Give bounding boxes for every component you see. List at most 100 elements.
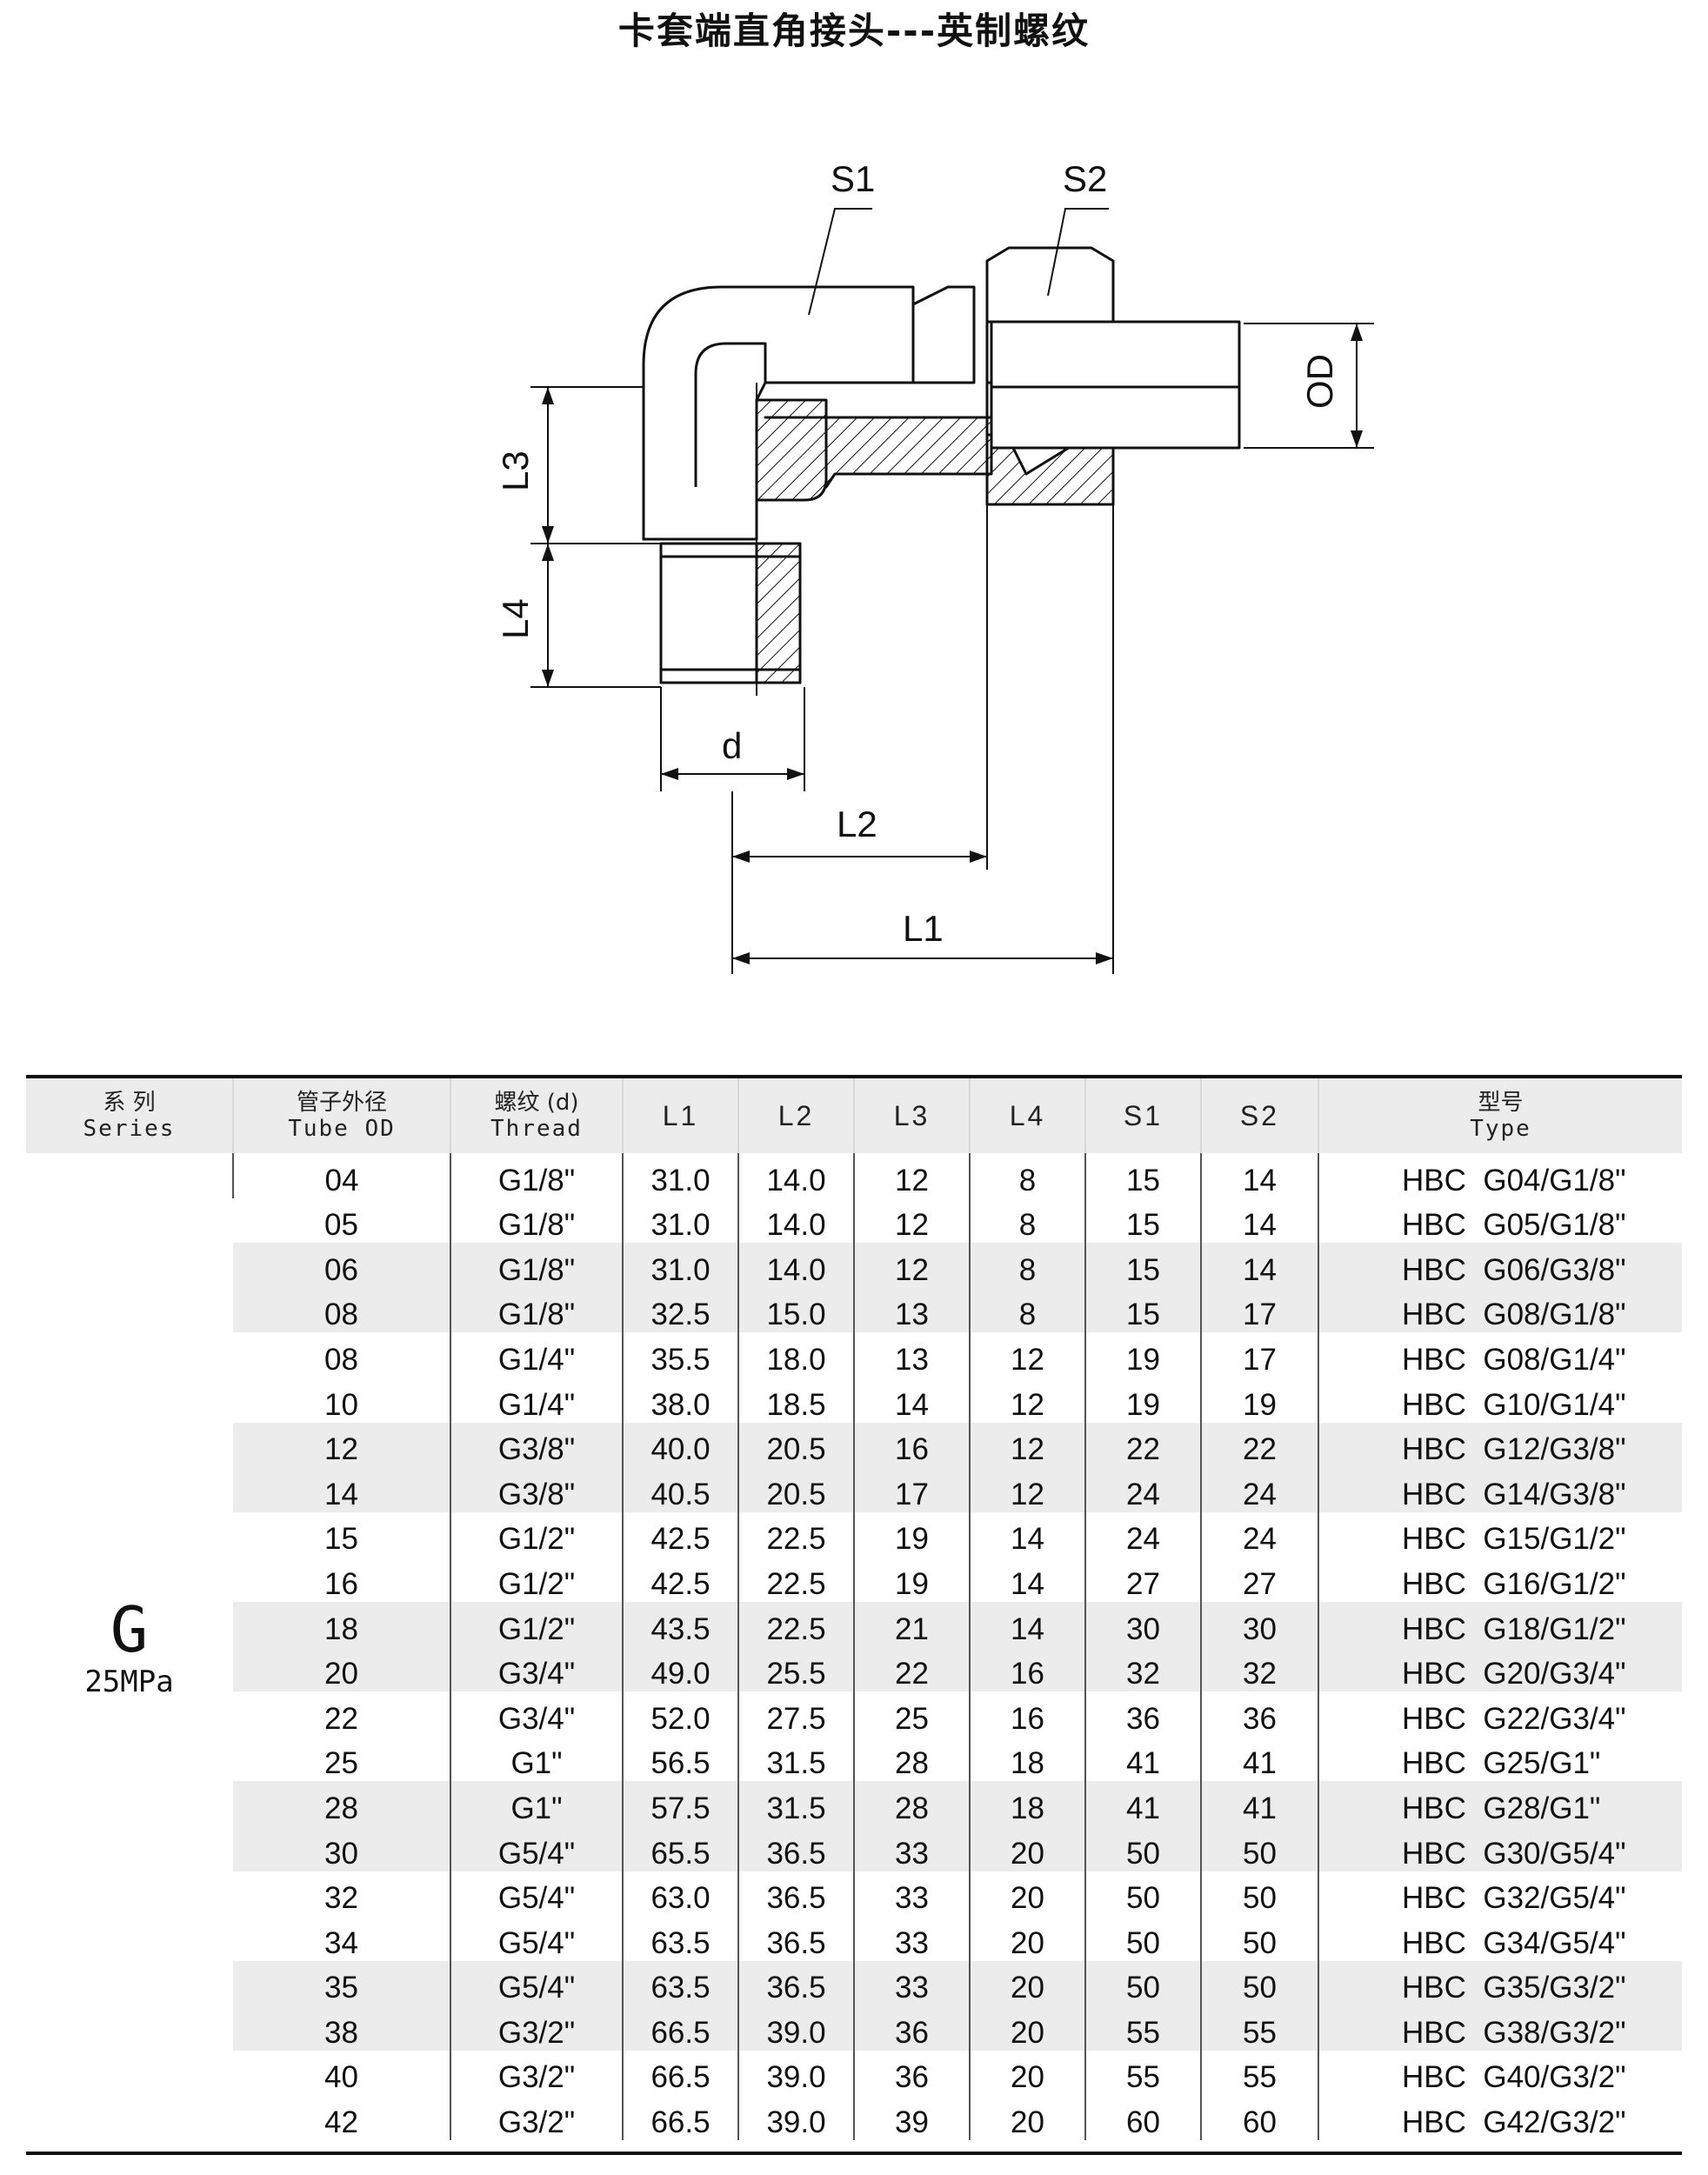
cell-type: HBC G05/G1/8": [1318, 1198, 1682, 1244]
cell-s2: 55: [1200, 2005, 1318, 2051]
header-l1: L1: [622, 1078, 738, 1153]
cell-l1: 40.0: [622, 1422, 738, 1468]
cell-s2: 30: [1200, 1601, 1318, 1647]
cell-s2: 32: [1200, 1646, 1318, 1692]
cell-od: 08: [233, 1287, 450, 1333]
cell-s1: 32: [1084, 1646, 1201, 1692]
cell-od: 34: [324, 1925, 358, 1960]
cell-od: 35: [233, 1960, 450, 2006]
cell-type: HBC G12/G3/8": [1318, 1422, 1682, 1468]
cell-od: 38: [233, 2005, 450, 2051]
cell-l3: 36: [853, 2005, 970, 2051]
cell-type: HBC G20/G3/4": [1318, 1646, 1682, 1692]
cell-type: HBC G18/G1/2": [1318, 1601, 1682, 1647]
cell-l3: 33: [853, 1825, 970, 1871]
cell-thread: G5/4": [450, 1825, 623, 1871]
cell-l3: 14: [853, 1377, 970, 1423]
label-l1: L1: [903, 908, 944, 949]
cell-l1: 42.5: [622, 1557, 738, 1602]
cell-s1: 55: [1084, 2050, 1201, 2096]
cell-l4: 16: [969, 1646, 1085, 1692]
cell-l1: 63.5: [622, 1916, 738, 1961]
cell-l1: 66.5: [622, 2095, 738, 2141]
cell-l2: 25.5: [737, 1646, 854, 1692]
cell-s2: 41: [1200, 1736, 1318, 1782]
elbow-inner-bore: [694, 342, 767, 487]
cell-s1: 36: [1084, 1691, 1201, 1737]
cell-l4: 12: [969, 1467, 1085, 1512]
cell-s1: 41: [1084, 1781, 1201, 1826]
header-s1: S1: [1084, 1078, 1201, 1153]
cell-od: 06: [233, 1243, 450, 1288]
cell-od: 14: [233, 1467, 450, 1512]
cell-type: HBC G06/G3/8": [1318, 1243, 1682, 1288]
cell-s2: 27: [1200, 1557, 1318, 1602]
cell-l1: 56.5: [622, 1736, 738, 1782]
header-thread: 螺纹 (d) Thread: [450, 1078, 623, 1153]
cell-thread: G1": [450, 1736, 623, 1782]
cell-l1: 63.0: [622, 1871, 738, 1917]
cell-l2: 36.5: [737, 1825, 854, 1871]
cell-l4: 18: [969, 1781, 1085, 1826]
cell-thread: G3/2": [450, 2005, 623, 2051]
cell-l3: 17: [853, 1467, 970, 1512]
cell-l2: 15.0: [737, 1287, 854, 1333]
cell-l1: 66.5: [622, 2005, 738, 2051]
cell-l4: 20: [969, 2095, 1085, 2141]
label-s2: S2: [1063, 158, 1107, 199]
cell-od: 40: [324, 2060, 358, 2095]
cell-l1: 31.0: [622, 1198, 738, 1244]
cell-s1: 19: [1084, 1332, 1201, 1378]
header-tube-od: 管子外径 Tube OD: [232, 1078, 450, 1153]
cell-l1: 65.5: [622, 1825, 738, 1871]
cell-l4: 20: [969, 1871, 1085, 1917]
cell-l2: 39.0: [737, 2095, 854, 2141]
cell-type: HBC G35/G3/2": [1318, 1960, 1682, 2006]
fitting-drawing: S1 S2 OD L3 L4 d L2 L1: [495, 158, 1374, 974]
cell-od: 08: [324, 1342, 358, 1377]
elbow-body: [642, 285, 915, 541]
cell-type: HBC G30/G5/4": [1318, 1825, 1682, 1871]
cell-s2: 50: [1200, 1871, 1318, 1917]
cell-l4: 14: [969, 1601, 1085, 1647]
cell-l2: 20.5: [737, 1422, 854, 1468]
cell-l3: 28: [853, 1736, 970, 1782]
cell-s2: 22: [1200, 1422, 1318, 1468]
series-pressure: 25MPa: [84, 1664, 174, 1699]
neck: [911, 285, 976, 384]
cell-type: HBC G25/G1": [1318, 1736, 1682, 1782]
cell-l3: 19: [853, 1511, 970, 1558]
cell-thread: G5/4": [450, 1916, 623, 1961]
dimension-table: 系 列 Series 管子外径 Tube OD 螺纹 (d) Thread L1…: [26, 1078, 1682, 2141]
cell-od: 04: [232, 1153, 450, 1198]
cell-l3: 33: [853, 1916, 970, 1961]
cell-s2: 55: [1200, 2050, 1318, 2096]
cell-l3: 12: [853, 1198, 970, 1244]
cell-l4: 20: [969, 1960, 1085, 2006]
cell-od: 42: [324, 2105, 358, 2140]
cell-s1: 50: [1084, 1916, 1201, 1961]
cell-thread: G3/8": [450, 1422, 623, 1468]
cell-l2: 14.0: [737, 1153, 854, 1198]
cell-s1: 55: [1084, 2005, 1201, 2051]
cell-type: HBC G16/G1/2": [1318, 1557, 1682, 1602]
cell-l4: 20: [969, 2005, 1085, 2051]
cell-l4: 12: [969, 1422, 1085, 1468]
cell-s1: 50: [1084, 1825, 1201, 1871]
cell-l2: 36.5: [737, 1960, 854, 2006]
cell-od: 28: [233, 1781, 450, 1826]
cell-l2: 39.0: [737, 2050, 854, 2096]
label-d: d: [722, 725, 742, 766]
cell-s2: 60: [1200, 2095, 1318, 2141]
cell-l3: 19: [853, 1557, 970, 1602]
cell-s1: 41: [1084, 1736, 1201, 1782]
cell-thread: G1/8": [450, 1153, 623, 1198]
